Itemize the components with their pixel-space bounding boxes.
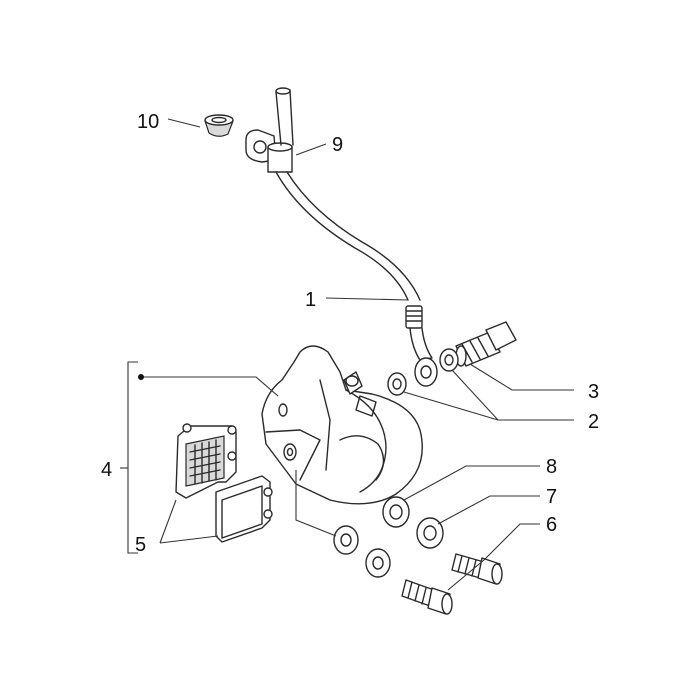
part-6-caliper-bolts	[401, 553, 503, 615]
leader-7	[437, 495, 540, 525]
callout-5: 5	[135, 534, 146, 556]
leader-6	[483, 523, 540, 561]
part-1-brake-hose	[275, 87, 438, 387]
leader-5b	[159, 535, 219, 544]
part-9-hose-clamp	[245, 129, 293, 173]
leader-9	[295, 143, 327, 156]
callout-1: 1	[305, 289, 316, 311]
leader-1	[325, 297, 409, 301]
leader-2	[451, 369, 574, 421]
leader-4	[140, 376, 279, 397]
callout-8: 8	[546, 456, 557, 478]
callout-7: 7	[546, 486, 557, 508]
bracket-4-5	[127, 361, 138, 554]
leader-8b	[295, 470, 337, 537]
callout-9: 9	[332, 134, 343, 156]
leader-6b	[447, 559, 485, 591]
callout-3: 3	[588, 381, 599, 403]
part-7-washers	[365, 517, 444, 578]
leader-3	[469, 363, 574, 391]
leader-10	[167, 118, 201, 128]
callout-4: 4	[101, 459, 112, 481]
callout-6: 6	[546, 514, 557, 536]
part-10-bushing	[204, 114, 234, 137]
part-8-washers	[333, 496, 410, 555]
leader-5	[159, 499, 177, 544]
leader-lines	[120, 118, 574, 591]
part-4-brake-caliper	[261, 345, 423, 505]
part-5-brake-pads	[175, 423, 273, 543]
leader-8	[403, 465, 540, 501]
callout-labels: 10 9 1 3 2 4 5 8 7 6	[101, 111, 599, 556]
callout-2: 2	[588, 411, 599, 433]
callout-10: 10	[137, 111, 159, 133]
leader-2b	[403, 391, 499, 421]
leader-4-dot	[138, 374, 144, 380]
part-2-washers	[387, 348, 459, 396]
part-3-banjo-bolt	[455, 321, 517, 367]
